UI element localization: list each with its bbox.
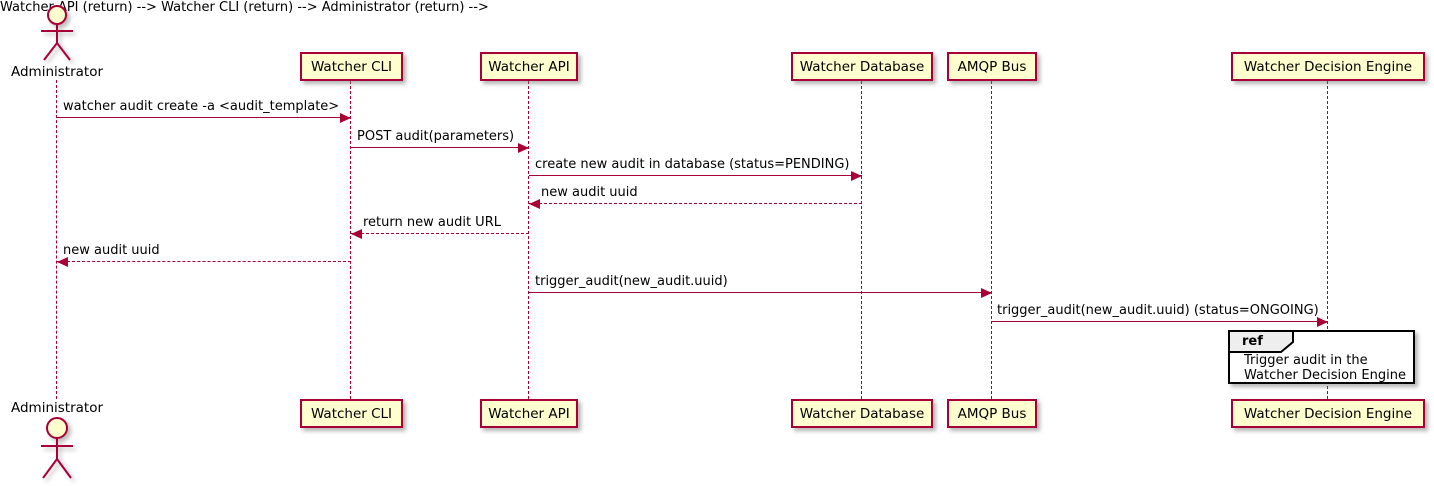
arrowhead-right-icon xyxy=(1317,317,1328,327)
participant-watcher-cli-top: Watcher CLI xyxy=(300,52,403,81)
ref-text-line: Watcher Decision Engine xyxy=(1244,368,1406,383)
message-label: new audit uuid xyxy=(541,185,638,200)
arrowhead-left-icon xyxy=(351,229,362,239)
message-line xyxy=(529,175,862,176)
participant-watcher-cli-bottom: Watcher CLI xyxy=(300,399,403,428)
participant-label: Watcher Database xyxy=(799,405,925,422)
participant-label: AMQP Bus xyxy=(957,405,1027,422)
arrowhead-right-icon xyxy=(340,113,351,123)
participant-label: Watcher Database xyxy=(799,58,925,75)
lifeline-watcher-database xyxy=(861,81,862,399)
participant-amqp-bus-top: AMQP Bus xyxy=(947,52,1037,81)
arrowhead-left-icon xyxy=(57,257,68,267)
participant-label: Watcher API xyxy=(488,405,570,422)
message-line xyxy=(992,321,1328,322)
message-line xyxy=(57,117,351,118)
participant-label: Watcher CLI xyxy=(310,405,393,422)
participant-watcher-decision-engine-bottom: Watcher Decision Engine xyxy=(1231,399,1425,428)
message-line xyxy=(529,292,992,293)
participant-watcher-database-bottom: Watcher Database xyxy=(791,399,933,428)
message-label: POST audit(parameters) xyxy=(357,129,515,144)
lifeline-amqp-bus xyxy=(991,81,992,399)
participant-label: Watcher API xyxy=(488,58,570,75)
lifeline-watcher-cli xyxy=(350,81,351,399)
participant-watcher-api-top: Watcher API xyxy=(480,52,578,81)
lifeline-watcher-api xyxy=(528,81,529,399)
ref-fragment: ref Trigger audit in the Watcher Decisio… xyxy=(1228,330,1415,384)
actor-label-top: Administrator xyxy=(10,64,104,80)
participant-amqp-bus-bottom: AMQP Bus xyxy=(947,399,1037,428)
message-line xyxy=(351,233,529,234)
message-label: new audit uuid xyxy=(63,243,160,258)
message-label: return new audit URL xyxy=(363,215,501,230)
ref-text-line: Trigger audit in the xyxy=(1244,353,1368,368)
lifeline-watcher-decision-engine xyxy=(1327,81,1328,399)
participant-watcher-decision-engine-top: Watcher Decision Engine xyxy=(1231,52,1425,81)
ref-text: Trigger audit in the Watcher Decision En… xyxy=(1244,353,1406,383)
participant-label: Watcher CLI xyxy=(310,58,393,75)
participant-watcher-database-top: Watcher Database xyxy=(791,52,933,81)
participant-watcher-api-bottom: Watcher API xyxy=(480,399,578,428)
message-label: trigger_audit(new_audit.uuid) (status=ON… xyxy=(997,303,1319,318)
message-label: watcher audit create -a <audit_template> xyxy=(63,99,340,114)
actor-icon xyxy=(41,417,73,479)
participant-label: AMQP Bus xyxy=(957,58,1027,75)
ref-tag: ref xyxy=(1242,334,1263,349)
participant-label: Watcher Decision Engine xyxy=(1243,405,1413,422)
arrowhead-right-icon xyxy=(518,143,529,153)
message-line xyxy=(529,203,862,204)
actor-icon xyxy=(41,5,73,61)
participant-label: Watcher Decision Engine xyxy=(1243,58,1413,75)
message-label: trigger_audit(new_audit.uuid) xyxy=(535,274,728,289)
message-line xyxy=(351,147,529,148)
arrowhead-left-icon xyxy=(529,199,540,209)
ref-tab-shape xyxy=(1228,330,1294,353)
actor-label-bottom: Administrator xyxy=(10,400,104,416)
arrowhead-right-icon xyxy=(851,171,862,181)
message-label: create new audit in database (status=PEN… xyxy=(535,157,850,172)
message-line xyxy=(57,261,351,262)
lifeline-administrator xyxy=(56,80,57,399)
arrowhead-right-icon xyxy=(981,288,992,298)
